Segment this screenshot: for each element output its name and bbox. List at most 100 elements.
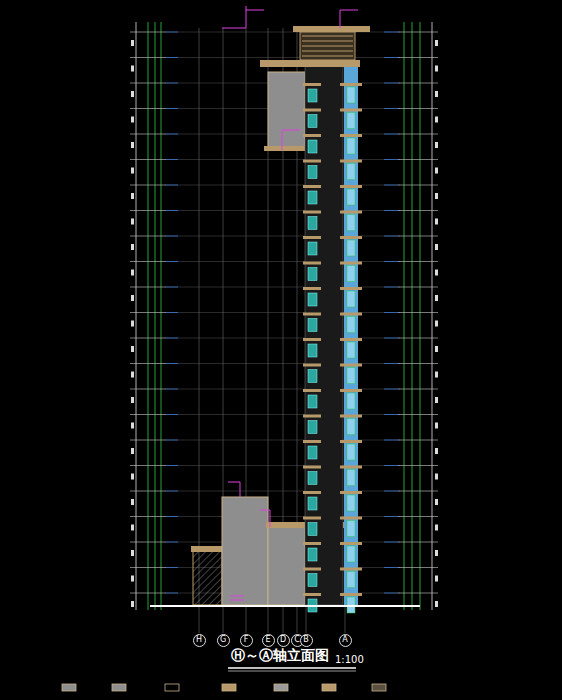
axis-bubble: E xyxy=(262,634,275,647)
dimension-mark xyxy=(435,576,438,582)
balcony-ledge xyxy=(303,262,321,265)
dimension-mark xyxy=(131,244,134,250)
axis-label: D xyxy=(280,636,286,644)
dimension-mark xyxy=(131,550,134,556)
dimension-line xyxy=(404,22,405,610)
dimension-mark xyxy=(131,295,134,301)
axis-label: H xyxy=(196,636,202,644)
dimension-line xyxy=(136,22,137,610)
dimension-mark xyxy=(131,423,134,429)
balcony-ledge xyxy=(340,262,362,265)
dimension-mark xyxy=(131,321,134,327)
dimension-mark xyxy=(131,168,134,174)
axis-label: A xyxy=(342,636,347,644)
dimension-tick xyxy=(130,389,438,390)
window xyxy=(308,217,317,230)
axis-label: F xyxy=(244,636,249,644)
floor-line xyxy=(165,236,400,237)
dimension-mark xyxy=(435,117,438,123)
window xyxy=(347,393,355,409)
dimension-mark xyxy=(435,321,438,327)
crown-top xyxy=(293,26,370,32)
dimension-mark xyxy=(435,142,438,148)
scale-label: 1:100 xyxy=(335,654,364,665)
material-legend-swatches xyxy=(62,684,386,691)
axis-bubble: D xyxy=(277,634,290,647)
window xyxy=(308,344,317,357)
legend-swatch xyxy=(62,684,76,691)
balcony-ledge xyxy=(340,313,362,316)
balcony-ledge xyxy=(303,236,321,239)
dimension-mark xyxy=(131,219,134,225)
window xyxy=(308,395,317,408)
balcony-ledge xyxy=(340,491,362,494)
window xyxy=(347,164,355,180)
balcony-ledge xyxy=(303,415,321,418)
window xyxy=(347,87,355,103)
dimension-mark xyxy=(435,193,438,199)
balcony-ledge xyxy=(340,440,362,443)
dimension-line xyxy=(412,22,413,610)
legend-swatch xyxy=(322,684,336,691)
balcony-ledge xyxy=(340,338,362,341)
window xyxy=(347,189,355,205)
window xyxy=(347,240,355,256)
balcony-ledge xyxy=(303,287,321,290)
title-underline xyxy=(228,667,356,669)
dimension-mark xyxy=(131,117,134,123)
dimension-line xyxy=(155,22,156,610)
balcony-ledge xyxy=(340,83,362,86)
window xyxy=(308,574,317,587)
dimension-mark xyxy=(131,193,134,199)
dimension-tick xyxy=(130,338,438,339)
window xyxy=(347,342,355,358)
legend-swatch xyxy=(222,684,236,691)
level-mark xyxy=(166,338,398,339)
balcony-ledge xyxy=(303,185,321,188)
dimension-mark xyxy=(435,219,438,225)
dimension-mark xyxy=(131,66,134,72)
balcony-ledge xyxy=(340,287,362,290)
dimension-mark xyxy=(131,474,134,480)
dimension-mark xyxy=(435,499,438,505)
balcony-ledge xyxy=(340,134,362,137)
dimension-mark xyxy=(435,397,438,403)
window xyxy=(347,215,355,231)
dimension-mark xyxy=(435,168,438,174)
level-mark xyxy=(166,363,398,364)
window xyxy=(308,191,317,204)
window xyxy=(308,89,317,102)
level-mark xyxy=(166,159,398,160)
dimension-mark xyxy=(131,40,134,46)
dimension-mark xyxy=(131,576,134,582)
window xyxy=(347,495,355,511)
dimension-tick xyxy=(130,210,438,211)
floor-line xyxy=(165,440,400,441)
axis-bubble: G xyxy=(217,634,230,647)
dimension-tick xyxy=(130,516,438,517)
window xyxy=(347,521,355,537)
window xyxy=(347,444,355,460)
floor-line xyxy=(165,261,400,262)
balcony-ledge xyxy=(303,338,321,341)
dimension-mark xyxy=(131,91,134,97)
balcony-ledge xyxy=(340,185,362,188)
facade-details xyxy=(302,36,362,613)
window xyxy=(347,291,355,307)
dimension-mark xyxy=(435,40,438,46)
balcony-ledge xyxy=(303,466,321,469)
balcony-ledge xyxy=(303,517,321,520)
dimension-mark xyxy=(435,91,438,97)
balcony-ledge xyxy=(340,517,362,520)
dimension-tick xyxy=(130,414,438,415)
axis-bubble: B xyxy=(300,634,313,647)
window xyxy=(347,546,355,562)
level-mark xyxy=(166,414,398,415)
balcony-ledge xyxy=(340,542,362,545)
balcony-ledge xyxy=(303,593,321,596)
balcony-ledge xyxy=(340,236,362,239)
window xyxy=(308,115,317,128)
balcony-ledge xyxy=(340,160,362,163)
